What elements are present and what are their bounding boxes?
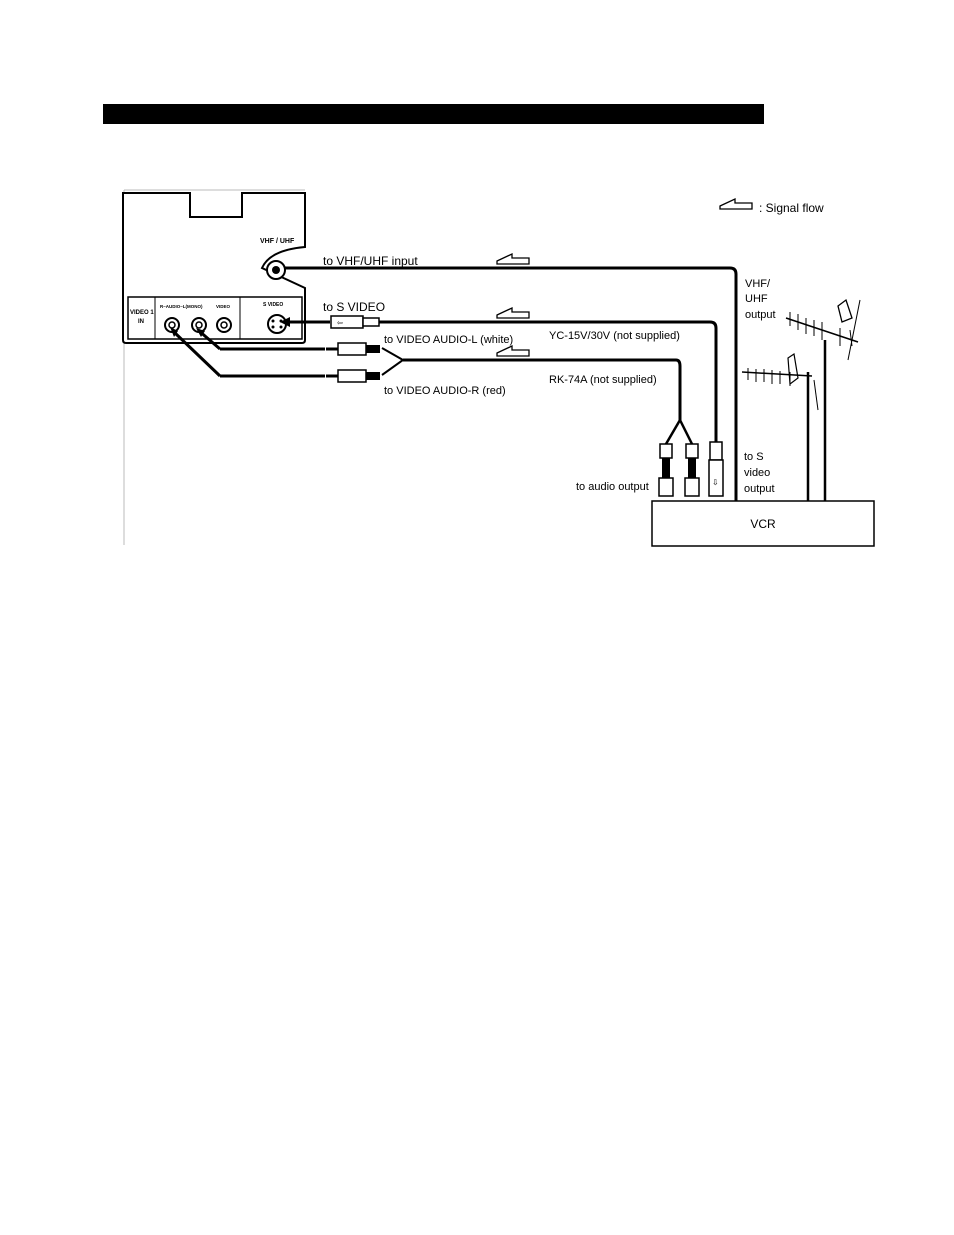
vhf-uhf-jack-center — [272, 266, 280, 274]
legend-signal-flow-text: : Signal flow — [759, 201, 824, 215]
to-s-video-output-label-1: to S — [744, 451, 764, 463]
yc-cable-label: YC-15V/30V (not supplied) — [549, 330, 680, 342]
legend-arrow-icon — [720, 199, 752, 209]
tv-rear-panel: VHF / UHF VIDEO 1 IN R–AUDIO–L(MONO) VID… — [123, 193, 305, 343]
vcr-label: VCR — [750, 517, 776, 531]
svg-text:⇦: ⇦ — [337, 320, 343, 327]
vcr-audio-plug-1 — [660, 444, 672, 458]
vcr-side-plugs: ⇩ — [659, 442, 723, 496]
to-vhf-uhf-input-label: to VHF/UHF input — [323, 254, 418, 268]
s-video-panel-label: S VIDEO — [263, 302, 283, 308]
audio-jacks-label: R–AUDIO–L(MONO) — [160, 304, 203, 309]
vhf-uhf-output-label-2: UHF — [745, 293, 768, 305]
to-s-video-output-label-2: video — [744, 467, 770, 479]
s-video-jack — [268, 315, 286, 333]
vhf-uhf-output-label-3: output — [745, 309, 776, 321]
to-s-video-output-label-3: output — [744, 483, 775, 495]
video-jack-label: VIDEO — [216, 304, 231, 309]
vcr-audio-plug-2 — [686, 444, 698, 458]
signal-flow-arrow-svideo — [497, 308, 529, 318]
tv-side-plugs: ⇦ — [326, 316, 380, 382]
video1-in-label-2: IN — [138, 319, 144, 325]
to-video-audio-r-label: to VIDEO AUDIO-R (red) — [384, 385, 506, 397]
video1-in-label-1: VIDEO 1 — [130, 310, 154, 316]
audio-r-plug — [338, 370, 366, 382]
signal-flow-arrow-vhf — [497, 254, 529, 264]
rk-cable-label: RK-74A (not supplied) — [549, 374, 657, 386]
s-video-plug — [331, 316, 363, 328]
svg-text:⇩: ⇩ — [712, 478, 719, 487]
to-s-video-label: to S VIDEO — [323, 300, 385, 314]
audio-l-plug — [338, 343, 366, 355]
signal-flow-arrow-audio — [497, 346, 529, 356]
vhf-uhf-panel-label: VHF / UHF — [260, 238, 295, 245]
vcr-s-video-plug — [710, 442, 722, 460]
to-audio-output-label: to audio output — [576, 481, 649, 493]
video-jack — [217, 318, 231, 332]
vhf-uhf-output-label-1: VHF/ — [745, 278, 771, 290]
to-video-audio-l-label: to VIDEO AUDIO-L (white) — [384, 334, 513, 346]
